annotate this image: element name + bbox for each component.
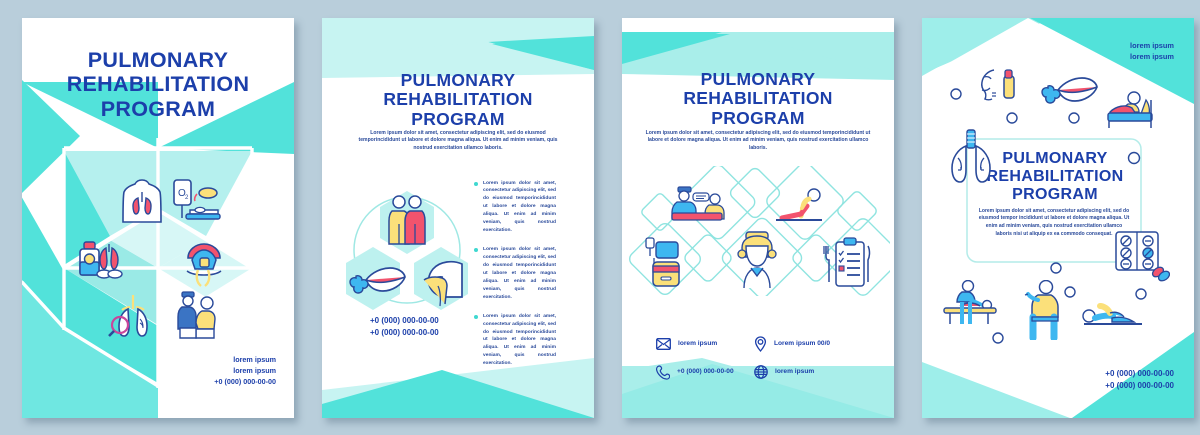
panel3-title: PULMONARY REHABILITATION PROGRAM	[640, 68, 876, 130]
monitor-device-icon	[645, 236, 680, 287]
title-line-1: PULMONARY	[400, 69, 516, 90]
title-line-2: REHABILITATION	[383, 89, 533, 110]
phone-line-1: +0 (000) 000-00-00	[370, 315, 439, 325]
panel1-title: PULMONARY REHABILITATION PROGRAM	[40, 48, 276, 122]
diet-clipboard-icon	[823, 236, 871, 287]
panel4-title: PULMONARY REHABILITATION PROGRAM	[970, 150, 1140, 205]
panel4-footer: +0 (000) 000-00-00 +0 (000) 000-00-00	[1105, 368, 1174, 392]
contact-item-phone[interactable]: +0 (000) 000-00-00	[656, 364, 754, 380]
title-line-2: REHABILITATION	[986, 167, 1124, 185]
footer-line-2: lorem ipsum	[233, 365, 276, 375]
envelope-icon	[656, 337, 671, 350]
brochure-panel-cover[interactable]: PULMONARY REHABILITATION PROGRAM O 2	[22, 17, 294, 418]
contact-label-email: lorem ipsum	[678, 339, 718, 347]
title-line-2: REHABILITATION	[66, 72, 250, 96]
panel4-decor-circles	[950, 87, 1147, 344]
contact-item-location[interactable]: Lorem ipsum 00/0	[754, 335, 864, 352]
panel2-phone-block: +0 (000) 000-00-00 +0 (000) 000-00-00	[370, 315, 439, 340]
lips-breathing-icon	[349, 266, 406, 294]
footer-phone: +0 (000) 000-00-00	[214, 376, 276, 386]
brochure-panel-bullets[interactable]: PULMONARY REHABILITATION PROGRAM Lorem i…	[322, 17, 594, 418]
panel3-subtitle: Lorem ipsum dolor sit amet, consectetur …	[645, 129, 871, 151]
bullet-dot-icon	[474, 248, 478, 253]
physiotherapy-session-icon	[177, 290, 216, 339]
panel2-title: PULMONARY REHABILITATION PROGRAM	[340, 69, 576, 131]
title-line-1: PULMONARY	[1002, 149, 1108, 167]
lungs-magnifier-icon	[108, 294, 148, 337]
title-line-1: PULMONARY	[87, 47, 229, 72]
doctor-consultation-icon	[671, 185, 725, 221]
bullet-item: Lorem ipsum dolor sit amet, consectetur …	[474, 246, 559, 302]
bullet-dot-icon	[474, 181, 478, 186]
bullet-text: Lorem ipsum dolor sit amet, consectetur …	[483, 313, 556, 367]
footer-line-1: lorem ipsum	[233, 355, 276, 365]
pills-blister-icon	[1115, 230, 1170, 281]
title-line-2: REHABILITATION	[683, 88, 833, 109]
nebulizer-mask-icon	[186, 242, 222, 287]
oxygen-tank-icon: O 2	[173, 178, 221, 220]
title-line-3: PROGRAM	[711, 108, 805, 129]
nurse-portrait-icon	[737, 230, 777, 288]
panel2-background-shapes	[322, 17, 594, 418]
inhaler-profile-icon	[981, 68, 1015, 100]
footer-phone-1: +0 (000) 000-00-00	[1105, 368, 1174, 378]
panel3-background-shapes	[622, 17, 894, 418]
lips-breathing-icon	[1041, 76, 1098, 104]
brochure-panel-back-cover[interactable]: lorem ipsum lorem ipsum PULMONARY REHABI…	[922, 17, 1194, 418]
brochure-panel-diamonds[interactable]: PULMONARY REHABILITATION PROGRAM Lorem i…	[622, 17, 894, 418]
phone-icon	[656, 364, 670, 380]
contact-item-website[interactable]: lorem ipsum	[754, 365, 864, 380]
panel2-bullet-list: Lorem ipsum dolor sit amet, consectetur …	[474, 180, 559, 380]
medicine-bottle-lungs-icon	[79, 240, 123, 279]
svg-text:2: 2	[185, 195, 189, 201]
globe-icon	[754, 365, 768, 379]
bullet-dot-icon	[474, 314, 478, 319]
lying-exercise-icon	[1082, 302, 1142, 325]
contact-label-location: Lorem ipsum 00/0	[774, 339, 831, 347]
title-line-3: PROGRAM	[100, 96, 216, 121]
contact-item-email[interactable]: lorem ipsum	[656, 336, 754, 352]
bullet-text: Lorem ipsum dolor sit amet, consectetur …	[483, 180, 556, 234]
contact-label-phone: +0 (000) 000-00-00	[677, 368, 734, 376]
bullet-item: Lorem ipsum dolor sit amet, consectetur …	[474, 313, 559, 369]
two-people-icon	[388, 194, 426, 245]
standing-patient-icon	[1024, 279, 1059, 340]
head-airway-icon	[423, 260, 463, 306]
svg-text:O: O	[178, 188, 186, 199]
title-line-3: PROGRAM	[411, 109, 505, 130]
contact-label-website: lorem ipsum	[775, 368, 815, 376]
header-line-1: lorem ipsum	[1130, 40, 1174, 50]
bullet-item: Lorem ipsum dolor sit amet, consectetur …	[474, 180, 559, 236]
sit-up-exercise-icon	[776, 187, 822, 221]
location-pin-icon	[754, 335, 767, 352]
title-line-3: PROGRAM	[1012, 185, 1098, 203]
panel1-footer: lorem ipsum lorem ipsum +0 (000) 000-00-…	[214, 355, 276, 387]
lungs-arrows-icon	[951, 128, 991, 183]
panel2-subtitle: Lorem ipsum dolor sit amet, consectetur …	[358, 129, 558, 151]
footer-phone-2: +0 (000) 000-00-00	[1105, 380, 1174, 390]
phone-line-2: +0 (000) 000-00-00	[370, 328, 439, 338]
panel3-contact-grid: lorem ipsum Lorem ipsum 00/0 +0 (000) 00…	[656, 335, 864, 380]
massage-table-icon	[943, 279, 997, 324]
header-line-2: lorem ipsum	[1130, 51, 1174, 61]
bullet-text: Lorem ipsum dolor sit amet, consectetur …	[483, 247, 556, 300]
panel4-header: lorem ipsum lorem ipsum	[1130, 40, 1174, 62]
panel4-content-frame	[966, 137, 1142, 263]
panel4-body-text: Lorem ipsum dolor sit amet, consectetur …	[978, 207, 1130, 237]
patient-in-bed-icon	[1107, 90, 1153, 128]
title-line-1: PULMONARY	[700, 68, 816, 89]
torso-lungs-icon	[122, 178, 162, 223]
